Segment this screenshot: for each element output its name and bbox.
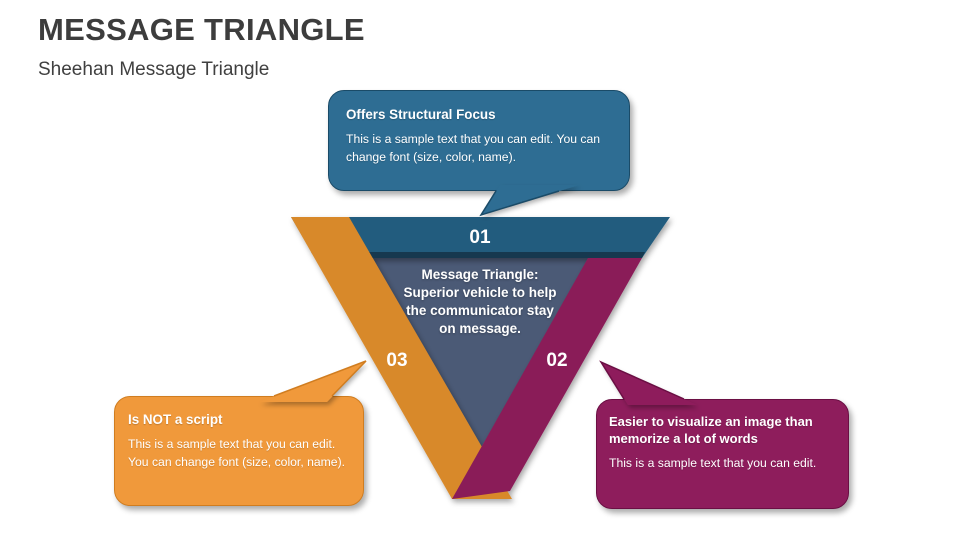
callout-top: Offers Structural Focus This is a sample… xyxy=(328,90,630,191)
callout-top-body: This is a sample text that you can edit.… xyxy=(346,132,601,164)
center-text-heading: Message Triangle: xyxy=(421,267,539,282)
center-text-line: the communicator stay xyxy=(406,303,554,318)
callout-right-title: Easier to visualize an image than memori… xyxy=(609,414,813,446)
slide-title: MESSAGE TRIANGLE xyxy=(38,12,365,47)
triangle-center-text: Message Triangle: Superior vehicle to he… xyxy=(383,266,577,338)
callout-left: Is NOT a script This is a sample text th… xyxy=(114,396,364,506)
callout-left-body: This is a sample text that you can edit.… xyxy=(128,437,346,469)
center-text-line: Superior vehicle to help xyxy=(403,285,557,300)
segment-right-number: 02 xyxy=(546,350,567,371)
callout-right: Easier to visualize an image than memori… xyxy=(596,399,849,509)
triangle-center-shape xyxy=(349,217,614,448)
slide-subtitle: Sheehan Message Triangle xyxy=(38,59,270,80)
segment-top-band-shade xyxy=(311,252,645,258)
callout-top-title: Offers Structural Focus xyxy=(346,107,496,122)
segment-top-number: 01 xyxy=(469,227,491,248)
segment-left-band xyxy=(291,217,512,499)
callout-left-title: Is NOT a script xyxy=(128,412,223,427)
segment-right-band xyxy=(452,258,642,499)
callout-right-body: This is a sample text that you can edit. xyxy=(609,456,817,470)
segment-left-number: 03 xyxy=(386,350,407,371)
segment-top-band xyxy=(291,217,670,258)
center-text-line: on message. xyxy=(439,321,521,336)
